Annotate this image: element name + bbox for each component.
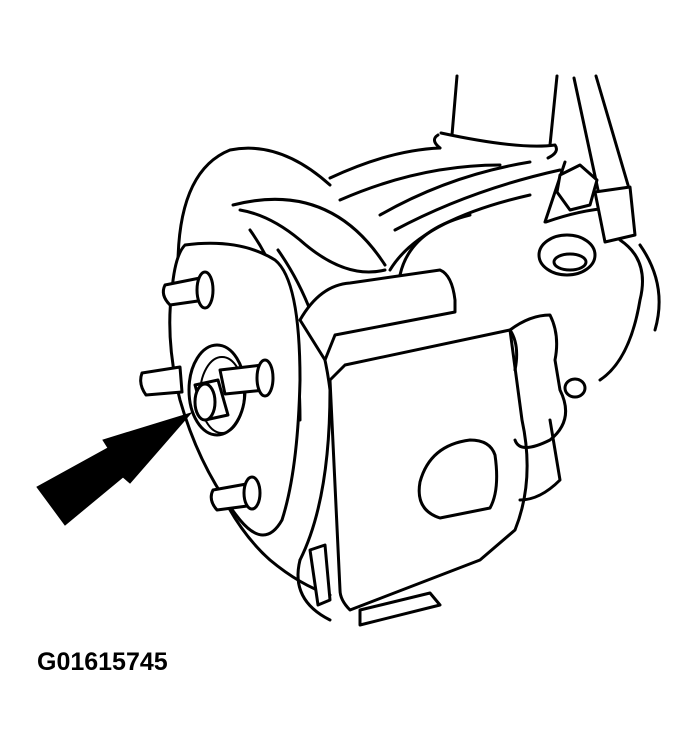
pointer-arrow (36, 412, 193, 526)
brake-caliper (298, 268, 587, 627)
tie-rod-nut (537, 163, 661, 382)
lug-studs (139, 270, 275, 512)
figure-id-label: G01615745 (37, 648, 168, 676)
